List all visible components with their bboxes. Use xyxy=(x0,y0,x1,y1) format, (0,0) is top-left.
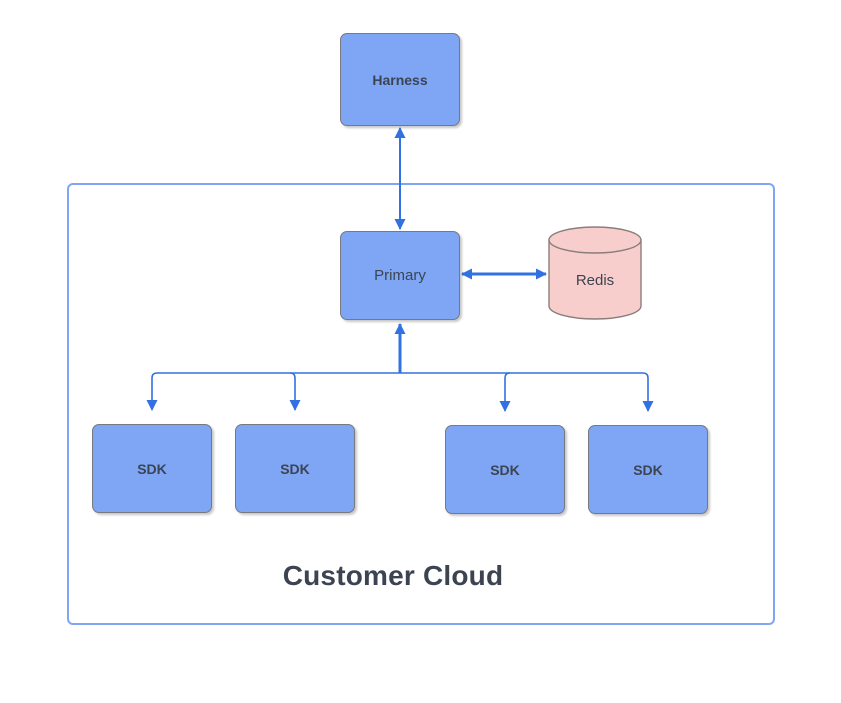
node-sdk-1-label: SDK xyxy=(137,460,167,477)
node-sdk-3-label: SDK xyxy=(490,461,520,478)
connector-sdk-1[interactable] xyxy=(146,372,158,411)
node-redis-label: Redis xyxy=(575,271,615,289)
cylinder-shape xyxy=(548,226,642,320)
node-sdk-2-label: SDK xyxy=(280,460,310,477)
node-harness[interactable]: Harness xyxy=(340,33,460,126)
node-sdk-2[interactable]: SDK xyxy=(235,424,355,513)
customer-cloud-title: Customer Cloud xyxy=(282,560,504,591)
node-sdk-1[interactable]: SDK xyxy=(92,424,212,513)
node-sdk-3[interactable]: SDK xyxy=(445,425,565,514)
connector-sdk-4[interactable] xyxy=(642,372,654,412)
node-primary[interactable]: Primary xyxy=(340,231,460,320)
node-sdk-4-label: SDK xyxy=(633,461,663,478)
node-sdk-4[interactable]: SDK xyxy=(588,425,708,514)
node-primary-label: Primary xyxy=(374,267,426,284)
node-redis[interactable]: Redis xyxy=(548,226,642,320)
connector-sdk-2[interactable] xyxy=(289,372,301,411)
node-harness-label: Harness xyxy=(372,71,428,88)
customer-cloud-container[interactable] xyxy=(67,183,775,625)
connector-sdk-3[interactable] xyxy=(499,372,511,412)
